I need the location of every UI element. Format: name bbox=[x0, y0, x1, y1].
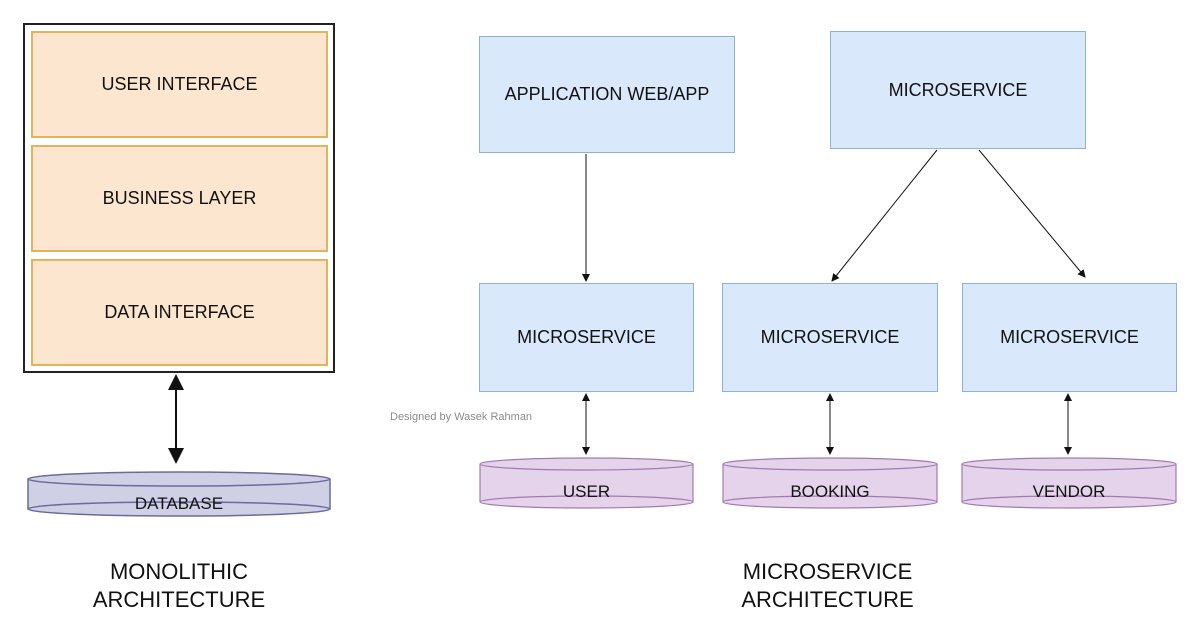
service-label: MICROSERVICE bbox=[1000, 327, 1139, 347]
application-box: APPLICATION WEB/APP bbox=[479, 36, 735, 153]
user-microservice-box: MICROSERVICE bbox=[479, 283, 694, 392]
user-database-label: USER bbox=[562, 482, 611, 501]
layer-user-interface: USER INTERFACE bbox=[31, 31, 328, 138]
vendor-database-label: VENDOR bbox=[1032, 482, 1106, 501]
service-label: MICROSERVICE bbox=[517, 327, 656, 347]
top-service-to-booking-arrow bbox=[831, 149, 938, 282]
top-microservice-box: MICROSERVICE bbox=[830, 31, 1086, 149]
layer-label: DATA INTERFACE bbox=[104, 302, 255, 322]
caption-line: ARCHITECTURE bbox=[92, 587, 266, 612]
layer-label: BUSINESS LAYER bbox=[102, 188, 257, 208]
vendor-database-cylinder bbox=[961, 457, 1177, 509]
service-label: MICROSERVICE bbox=[888, 79, 1028, 100]
user-database-cylinder bbox=[479, 457, 694, 509]
monolith-caption: MONOLITHIC ARCHITECTURE bbox=[28, 558, 330, 614]
watermark: Designed by Wasek Rahman bbox=[390, 411, 533, 423]
layer-business: BUSINESS LAYER bbox=[31, 145, 328, 252]
application-label: APPLICATION WEB/APP bbox=[504, 84, 710, 104]
vendor-microservice-box: MICROSERVICE bbox=[962, 283, 1177, 392]
microservice-caption: MICROSERVICE ARCHITECTURE bbox=[700, 558, 955, 614]
caption-line: ARCHITECTURE bbox=[741, 587, 914, 612]
caption-line: MONOLITHIC bbox=[109, 559, 249, 584]
booking-microservice-box: MICROSERVICE bbox=[722, 283, 938, 392]
layer-data-interface: DATA INTERFACE bbox=[31, 259, 328, 366]
booking-database-label: BOOKING bbox=[790, 482, 870, 501]
monolith-database-cylinder bbox=[27, 471, 331, 517]
booking-database-cylinder bbox=[722, 457, 938, 509]
layer-label: USER INTERFACE bbox=[101, 74, 258, 94]
caption-line: MICROSERVICE bbox=[742, 559, 913, 584]
top-service-to-vendor-arrow bbox=[978, 149, 1086, 278]
service-label: MICROSERVICE bbox=[760, 327, 900, 347]
monolith-database-label: DATABASE bbox=[134, 494, 224, 513]
